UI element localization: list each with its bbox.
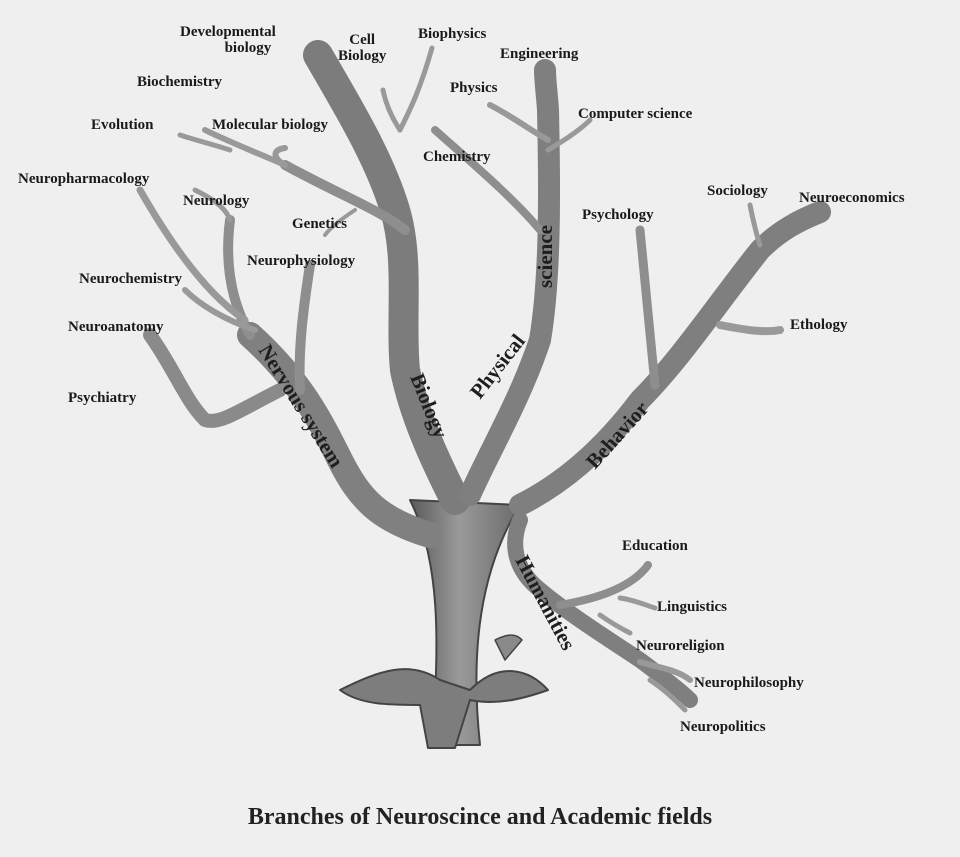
label-ethology: Ethology xyxy=(790,318,848,334)
label-neurochemistry: Neurochemistry xyxy=(79,272,182,288)
label-neuroreligion: Neuroreligion xyxy=(636,639,725,655)
label-sociology: Sociology xyxy=(707,184,768,200)
label-developmental-biology: Developmental biology xyxy=(180,25,276,57)
label-psychology: Psychology xyxy=(582,208,654,224)
label-neuroanatomy: Neuroanatomy xyxy=(68,320,164,336)
branch-label-behavior: Behavior xyxy=(581,397,653,474)
label-neurology: Neurology xyxy=(183,194,249,210)
label-neurophysiology: Neurophysiology xyxy=(247,254,355,270)
label-neuroeconomics: Neuroeconomics xyxy=(799,191,905,207)
branch-label-science: science xyxy=(533,225,557,288)
label-molecular-biology: Molecular biology xyxy=(212,118,328,134)
label-neurophilosophy: Neurophilosophy xyxy=(694,676,804,692)
label-psychiatry: Psychiatry xyxy=(68,391,136,407)
label-chemistry: Chemistry xyxy=(423,150,491,166)
label-neuropolitics: Neuropolitics xyxy=(680,720,766,736)
label-cell-biology: Cell Biology xyxy=(338,33,386,65)
behavior-branch xyxy=(520,212,820,505)
label-biophysics: Biophysics xyxy=(418,27,486,43)
label-genetics: Genetics xyxy=(292,217,347,233)
label-engineering: Engineering xyxy=(500,47,578,63)
figure-caption: Branches of Neuroscince and Academic fie… xyxy=(0,804,960,831)
label-computer-science: Computer science xyxy=(578,107,692,123)
roots xyxy=(340,669,548,748)
label-evolution: Evolution xyxy=(91,118,154,134)
label-linguistics: Linguistics xyxy=(657,600,727,616)
label-biochemistry: Biochemistry xyxy=(137,75,222,91)
label-neuropharmacology: Neuropharmacology xyxy=(18,172,149,188)
label-physics: Physics xyxy=(450,81,498,97)
label-education: Education xyxy=(622,539,688,555)
